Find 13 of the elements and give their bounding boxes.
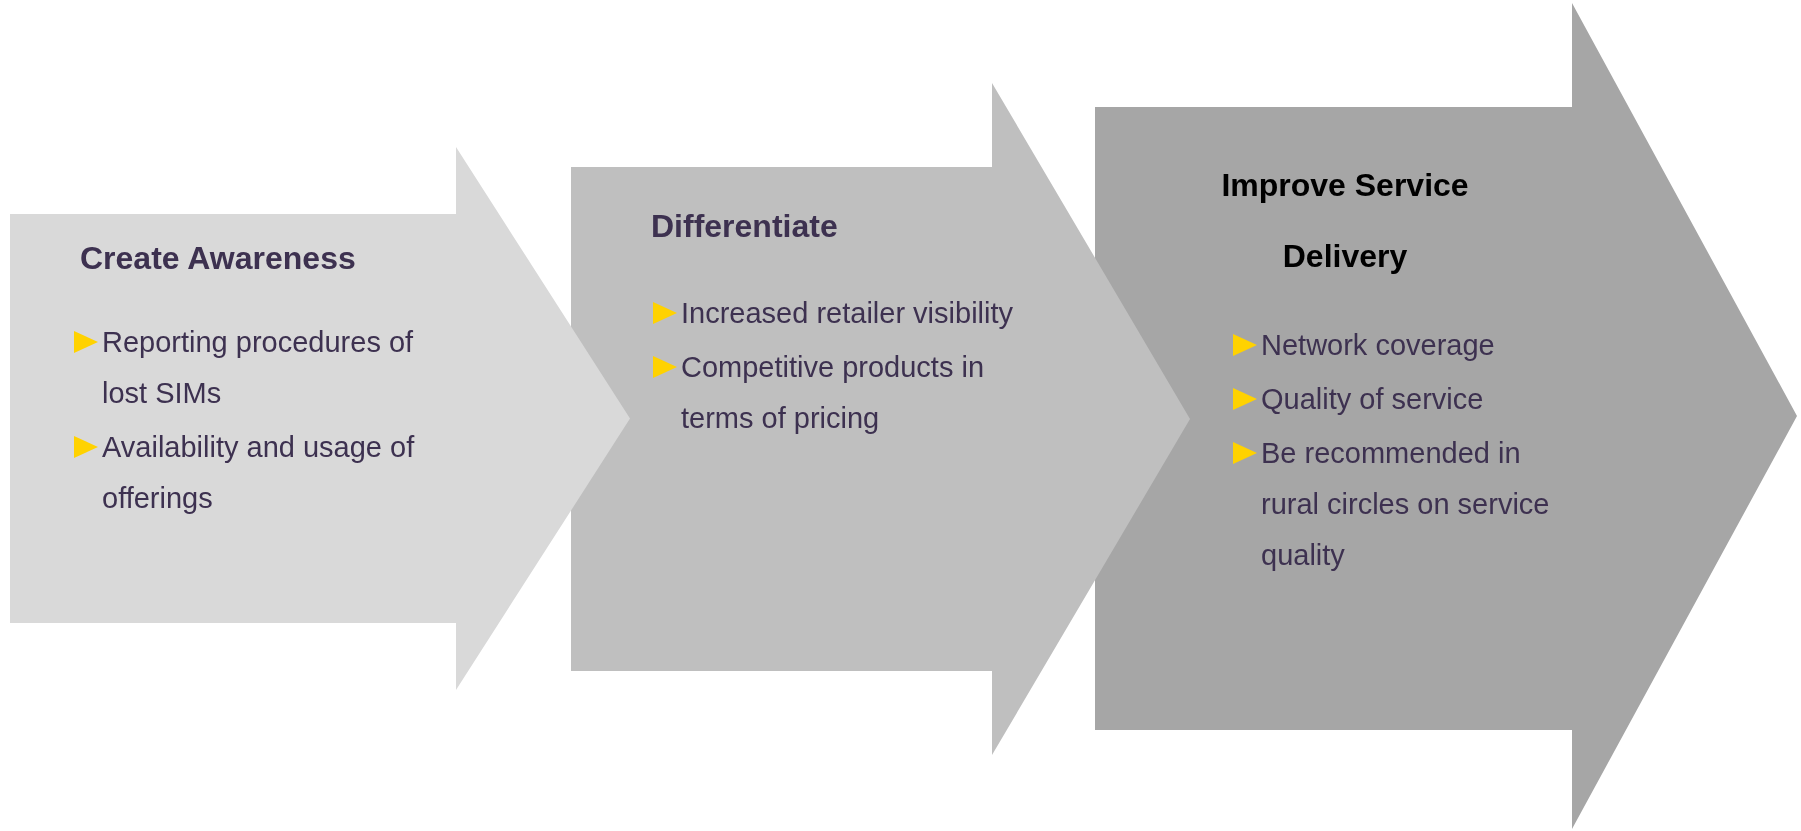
- bullet-text: Availability and usage of offerings: [102, 430, 416, 516]
- bullet-text: Network coverage: [1261, 328, 1495, 363]
- arrow-shape: [10, 147, 630, 690]
- bullet-text: Be recommended in rural circles on service quality: [1261, 436, 1551, 573]
- arrow-shape: [571, 83, 1190, 755]
- heading-text: Create Awareness: [80, 239, 357, 278]
- bullet-text: Competitive products in terms of pricing: [681, 350, 986, 436]
- heading-text: Improve Service Delivery: [1220, 166, 1470, 276]
- bullet-text: Quality of service: [1261, 382, 1484, 417]
- bullet-text: Increased retailer visibility: [681, 296, 1013, 331]
- bullet-text: Reporting procedures of lost SIMs: [102, 325, 415, 411]
- arrow-shape: [1095, 3, 1797, 829]
- heading-text: Differentiate: [651, 207, 839, 246]
